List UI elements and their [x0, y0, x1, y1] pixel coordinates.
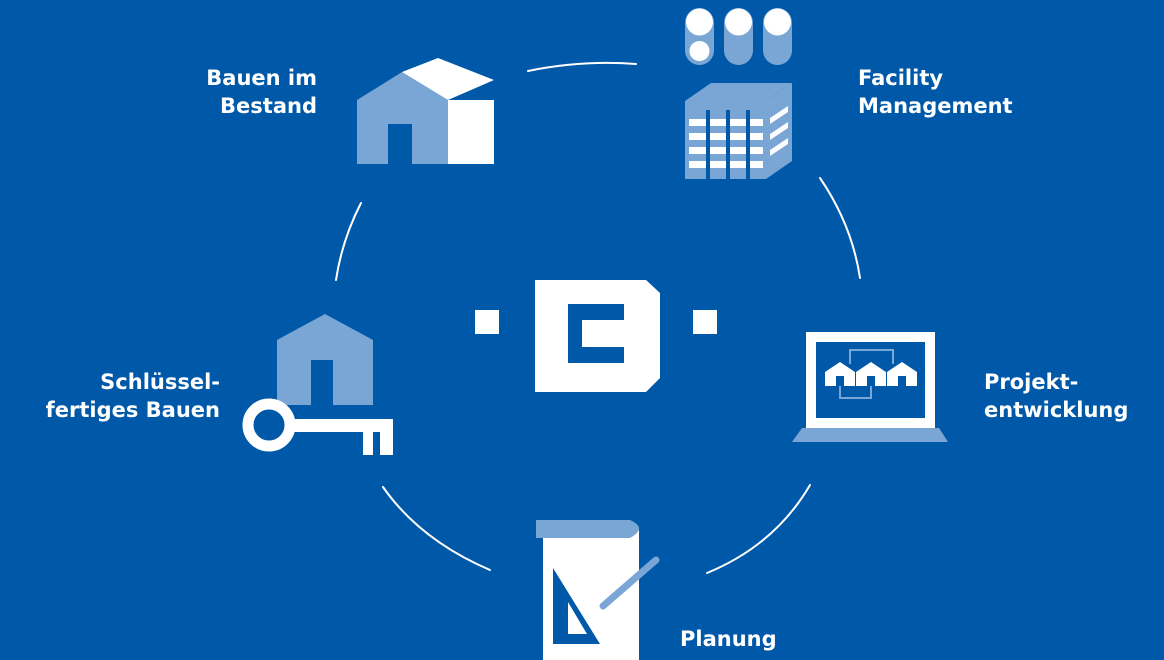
- label-schluesselfertiges-bauen: Schlüssel- fertiges Bauen: [45, 370, 220, 422]
- arc-schluessel-bestand: [335, 202, 362, 281]
- arc-facility-projekt: [819, 177, 861, 279]
- house-renovation-icon: [357, 58, 494, 164]
- laptop-houses-icon: [792, 332, 948, 442]
- label-bauen-im-bestand: Bauen im Bestand: [206, 66, 317, 118]
- blueprint-triangle-icon: [536, 520, 660, 660]
- arc-planung-schluessel: [382, 486, 491, 571]
- cycle-arcs: [335, 61, 861, 574]
- arc-bestand-facility: [527, 61, 637, 72]
- label-projektentwicklung: Projekt- entwicklung: [984, 370, 1129, 422]
- house-key-icon: [242, 314, 393, 455]
- office-building-icon: [685, 8, 792, 179]
- b-logo-icon: [475, 280, 717, 392]
- label-planung: Planung: [680, 627, 777, 651]
- label-facility-management: Facility Management: [858, 66, 1013, 118]
- arc-projekt-planung: [706, 484, 811, 574]
